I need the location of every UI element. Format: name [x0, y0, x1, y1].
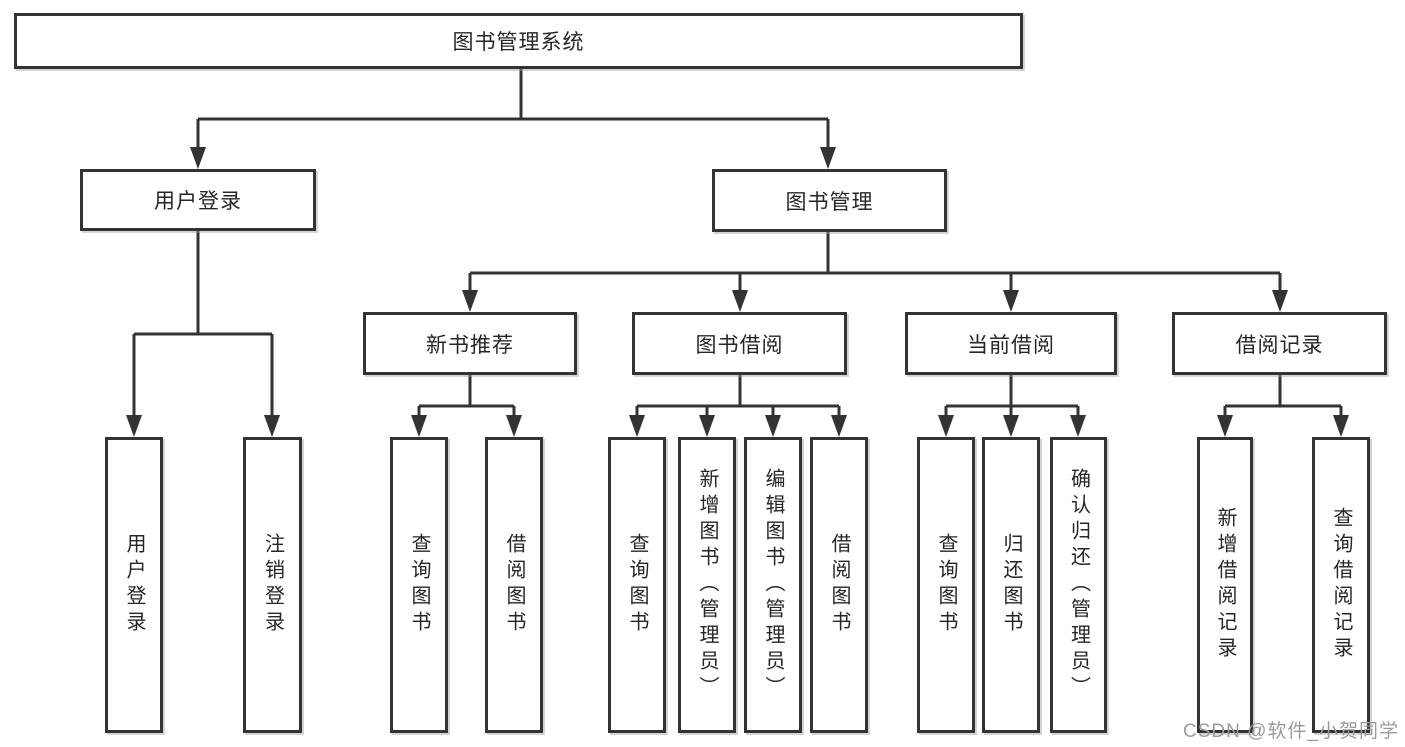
leaf-confirm-return-admin-label: 确认归还（管理员）: [1067, 468, 1090, 702]
leaf-logout: 注销登录: [243, 437, 302, 733]
node-user-login-label: 用户登录: [154, 190, 242, 213]
leaf-add-borrow-record: 新增借阅记录: [1197, 437, 1253, 733]
leaf-return-book: 归还图书: [982, 437, 1040, 733]
leaf-edit-book-admin: 编辑图书（管理员）: [744, 437, 802, 733]
node-book-management: 图书管理: [712, 169, 947, 232]
node-current-borrow: 当前借阅: [905, 312, 1117, 375]
leaf-query-borrow-record-label: 查询借阅记录: [1330, 507, 1352, 663]
leaf-query-borrow-record: 查询借阅记录: [1312, 437, 1370, 733]
leaf-query-books-borrow: 查询图书: [608, 437, 666, 733]
leaf-confirm-return-admin: 确认归还（管理员）: [1050, 437, 1107, 733]
node-borrow-records-label: 借阅记录: [1235, 333, 1324, 357]
leaf-query-books-current: 查询图书: [917, 437, 975, 733]
node-new-book-recommend: 新书推荐: [363, 312, 577, 375]
node-new-book-recommend-label: 新书推荐: [426, 333, 514, 357]
node-root-label: 图书管理系统: [452, 31, 585, 54]
leaf-borrow-books-recommend-label: 借阅图书: [503, 533, 525, 637]
node-book-borrow-label: 图书借阅: [695, 333, 784, 357]
leaf-query-books-borrow-label: 查询图书: [626, 533, 648, 637]
node-current-borrow-label: 当前借阅: [967, 333, 1055, 357]
leaf-borrow-books-recommend: 借阅图书: [485, 437, 543, 733]
leaf-borrow-books-borrow-label: 借阅图书: [828, 533, 850, 637]
leaf-logout-label: 注销登录: [261, 533, 284, 637]
node-user-login: 用户登录: [80, 169, 316, 231]
leaf-user-login: 用户登录: [105, 437, 163, 733]
node-root-system: 图书管理系统: [14, 13, 1023, 69]
leaf-add-book-admin: 新增图书（管理员）: [678, 437, 736, 733]
leaf-add-borrow-record-label: 新增借阅记录: [1214, 507, 1236, 663]
node-borrow-records: 借阅记录: [1172, 312, 1387, 375]
csdn-watermark: CSDN @软件_小贺同学: [1183, 721, 1399, 742]
leaf-query-books-recommend-label: 查询图书: [408, 533, 430, 637]
node-book-management-label: 图书管理: [785, 190, 874, 214]
leaf-add-book-admin-label: 新增图书（管理员）: [696, 468, 718, 702]
leaf-query-books-recommend: 查询图书: [390, 437, 448, 733]
leaf-return-book-label: 归还图书: [1000, 533, 1022, 637]
node-book-borrow: 图书借阅: [632, 312, 847, 375]
leaf-edit-book-admin-label: 编辑图书（管理员）: [762, 468, 784, 702]
leaf-borrow-books-borrow: 借阅图书: [810, 437, 868, 733]
leaf-query-books-current-label: 查询图书: [935, 533, 957, 637]
leaf-user-login-label: 用户登录: [123, 533, 145, 637]
